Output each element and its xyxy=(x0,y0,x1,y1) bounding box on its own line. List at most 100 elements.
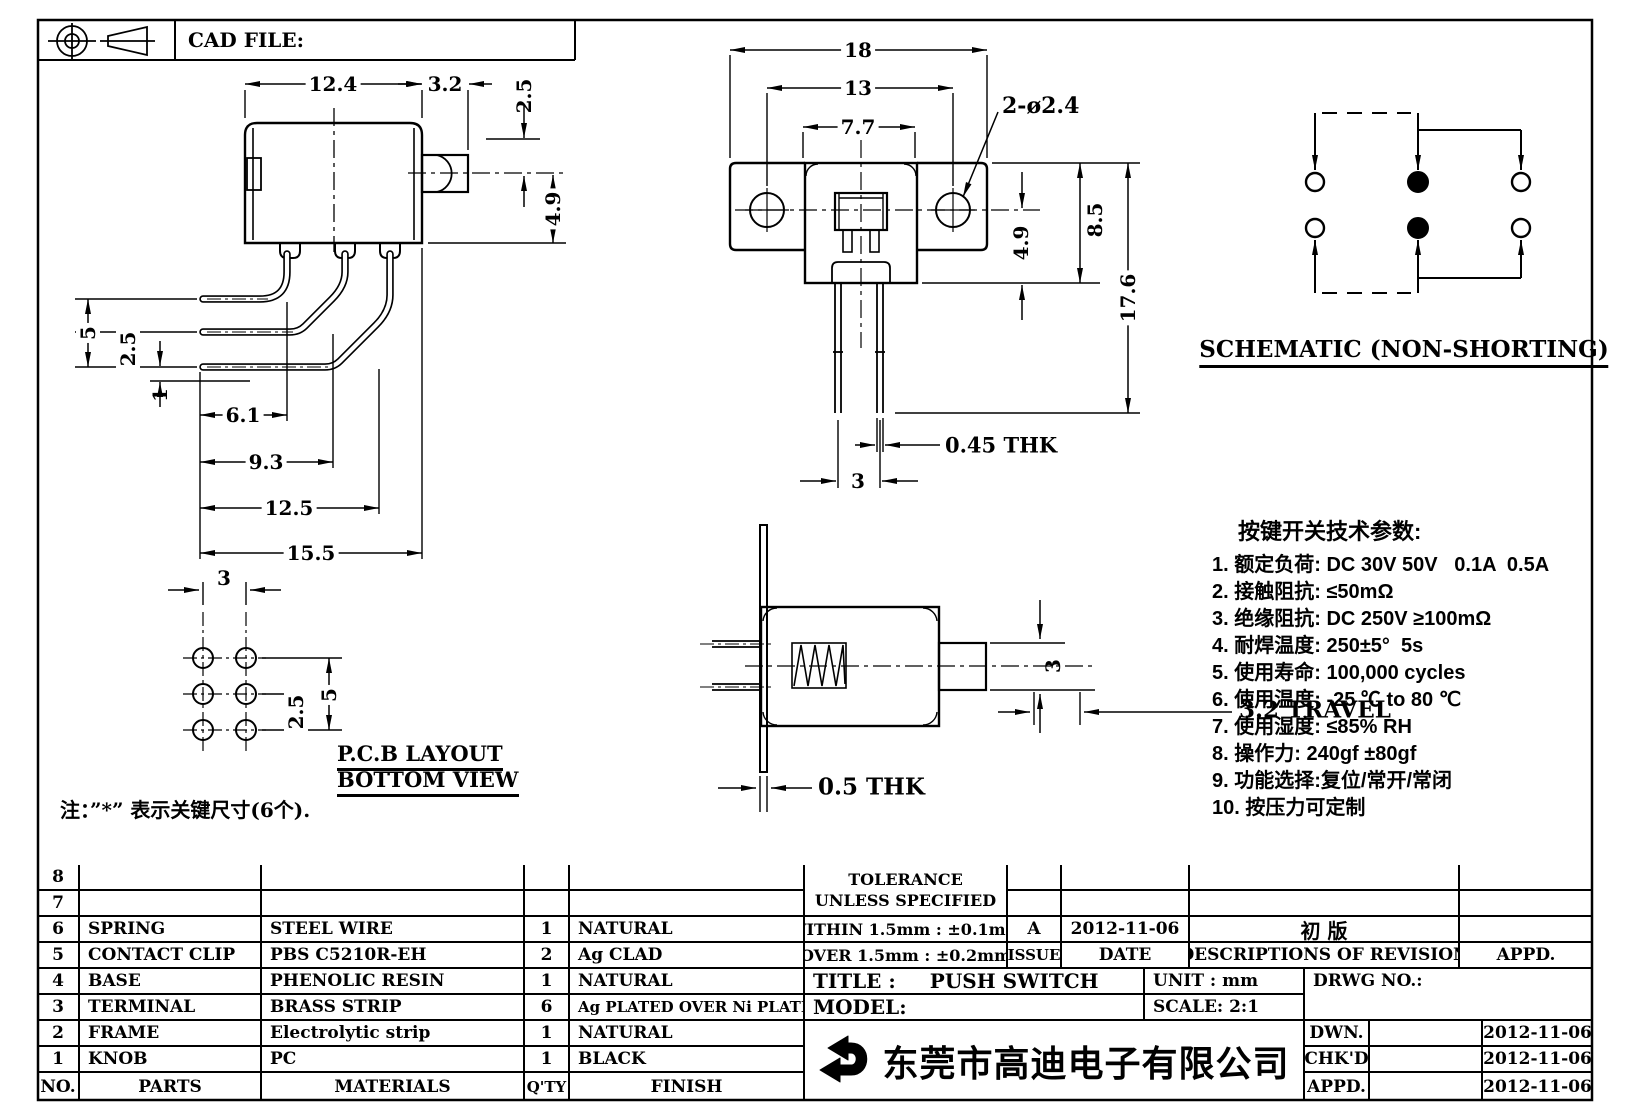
parts-header-materials: MATERIALS xyxy=(262,1073,525,1100)
materials-cell: STEEL WIRE xyxy=(262,917,525,943)
pcb-layout-label: P.C.B LAYOUT xyxy=(337,741,503,771)
revision-date-value: 2012-11-06 xyxy=(1062,917,1190,943)
parts-cell-no: 5 xyxy=(38,943,80,969)
company-logo-icon xyxy=(819,1035,868,1082)
company-name: 东莞市高迪电子有限公司 xyxy=(882,1042,1290,1084)
dim-pcb-pitch-y1: 2.5 xyxy=(284,691,308,733)
sheet-frame xyxy=(36,18,1594,1102)
dim-side-lead-span: 5 xyxy=(76,323,100,343)
qty-cell: 1 xyxy=(525,969,570,995)
dim-front-body-width: 7.7 xyxy=(837,115,879,139)
finish-cell xyxy=(570,891,805,917)
qty-cell: 6 xyxy=(525,995,570,1021)
revision-cell xyxy=(1062,865,1190,891)
parts-cell: FRAME xyxy=(80,1021,262,1047)
dim-side-lead-offset: 1 xyxy=(148,388,172,402)
parts-cell-no: 8 xyxy=(38,865,80,891)
parts-cell-no: 7 xyxy=(38,891,80,917)
signoff-date: 2012-11-06 xyxy=(1483,1047,1592,1073)
tolerance-line1: TOLERANCE xyxy=(848,870,963,889)
signoff-by xyxy=(1370,1021,1483,1047)
unit-cell: UNIT : mm xyxy=(1145,969,1305,995)
tech-param-item: 3. 绝缘阻抗: DC 250V ≥100mΩ xyxy=(1212,608,1492,630)
signoff-label: DWN. xyxy=(1305,1021,1370,1047)
tech-param-item: 9. 功能选择:复位/常开/常闭 xyxy=(1212,770,1453,792)
dim-side-p2: 9.3 xyxy=(245,450,287,474)
dim-front-pin-thk: 0.45 THK xyxy=(945,432,1058,458)
tech-params-title: 按键开关技术参数: xyxy=(1238,519,1422,544)
dim-front-flange-width: 18 xyxy=(841,38,875,62)
projection-symbol-icon xyxy=(48,23,155,59)
dim-front-center-drop: 4.9 xyxy=(1009,225,1033,261)
side-view xyxy=(75,81,566,559)
model-label: MODEL: xyxy=(813,995,907,1019)
qty-cell xyxy=(525,891,570,917)
drwg-no-cell: DRWG NO.: xyxy=(1305,969,1592,1021)
materials-cell: BRASS STRIP xyxy=(262,995,525,1021)
tech-param-item: 6. 使用温度: -25 ℃ to 80 ℃ xyxy=(1212,689,1462,711)
revision-cell xyxy=(1062,891,1190,917)
model-row: MODEL: xyxy=(805,995,1145,1021)
materials-cell: PC xyxy=(262,1047,525,1073)
dim-side-body-drop: 4.9 xyxy=(541,188,565,230)
parts-cell: BASE xyxy=(80,969,262,995)
bottom-side-view xyxy=(700,524,1232,812)
parts-header-finish: FINISH xyxy=(570,1073,805,1100)
parts-cell: TERMINAL xyxy=(80,995,262,1021)
tech-param-item: 10. 按压力可定制 xyxy=(1212,797,1366,819)
signoff-by xyxy=(1370,1073,1483,1100)
revision-appd-label: APPD. xyxy=(1460,943,1592,969)
dim-side-width: 12.4 xyxy=(305,72,361,96)
parts-cell-no: 4 xyxy=(38,969,80,995)
dim-side-p1: 6.1 xyxy=(222,403,264,427)
qty-cell: 1 xyxy=(525,917,570,943)
parts-cell: CONTACT CLIP xyxy=(80,943,262,969)
qty-cell: 1 xyxy=(525,1047,570,1073)
parts-header-no: NO. xyxy=(38,1073,80,1100)
bottom-view-label: BOTTOM VIEW xyxy=(337,767,519,797)
title-label: TITLE : xyxy=(813,969,896,993)
revision-appd-value xyxy=(1460,917,1592,943)
front-view xyxy=(728,47,1140,488)
materials-cell: PBS C5210R-EH xyxy=(262,943,525,969)
finish-cell: Ag PLATED OVER Ni PLATED xyxy=(570,995,805,1021)
schematic-title: SCHEMATIC (NON-SHORTING) xyxy=(1199,336,1609,368)
tech-param-item: 4. 耐焊温度: 250±5° 5s xyxy=(1212,635,1424,657)
tolerance-within: WITHIN 1.5mm : ±0.1mm xyxy=(805,917,1008,943)
dim-front-pin-pitch: 3 xyxy=(848,469,868,493)
tech-param-item: 1. 额定负荷: DC 30V 50V 0.1A 0.5A xyxy=(1212,554,1550,576)
qty-cell: 2 xyxy=(525,943,570,969)
signoff-date: 2012-11-06 xyxy=(1483,1021,1592,1047)
signoff-date: 2012-11-06 xyxy=(1483,1076,1592,1097)
qty-cell xyxy=(525,865,570,891)
dim-pcb-pitch-y2: 5 xyxy=(317,685,341,705)
key-dimension-note: 注：”*” 表示关键尺寸(6个). xyxy=(60,798,311,822)
dim-side-p4: 15.5 xyxy=(283,541,339,565)
revision-cell xyxy=(1190,891,1460,917)
revision-cell xyxy=(1460,891,1592,917)
parts-cell-no: 2 xyxy=(38,1021,80,1047)
dim-bottom-plunger-h: 3 xyxy=(1041,659,1065,673)
signoff-by xyxy=(1370,1047,1483,1073)
parts-cell-no: 1 xyxy=(38,1047,80,1073)
dim-side-lead-pitch: 2.5 xyxy=(116,328,140,370)
dim-side-plunger-len: 3.2 xyxy=(424,72,466,96)
signoff-label: APPD. xyxy=(1305,1073,1370,1100)
materials-cell: Electrolytic strip xyxy=(262,1021,525,1047)
dim-bottom-travel: 3.2 TRAVEL xyxy=(1239,696,1391,724)
tolerance-header: TOLERANCE UNLESS SPECIFIED xyxy=(805,865,1008,917)
materials-cell xyxy=(262,865,525,891)
revision-desc-value: 初 版 xyxy=(1190,917,1460,943)
revision-date-label: DATE xyxy=(1062,943,1190,969)
dim-front-total-height: 17.6 xyxy=(1116,270,1140,326)
tech-params: 按键开关技术参数: 1. 额定负荷: DC 30V 50V 0.1A 0.5A … xyxy=(1212,514,1562,822)
tolerance-line2: UNLESS SPECIFIED xyxy=(814,891,997,910)
tolerance-over: OVER 1.5mm : ±0.2mm xyxy=(805,943,1008,969)
revision-desc-label: DESCRIPTIONS OF REVISION xyxy=(1190,943,1460,969)
parts-header-qty: Q'TY xyxy=(525,1073,570,1100)
dim-front-body-height: 8.5 xyxy=(1083,202,1107,238)
schematic-view xyxy=(1304,112,1532,294)
materials-cell: PHENOLIC RESIN xyxy=(262,969,525,995)
